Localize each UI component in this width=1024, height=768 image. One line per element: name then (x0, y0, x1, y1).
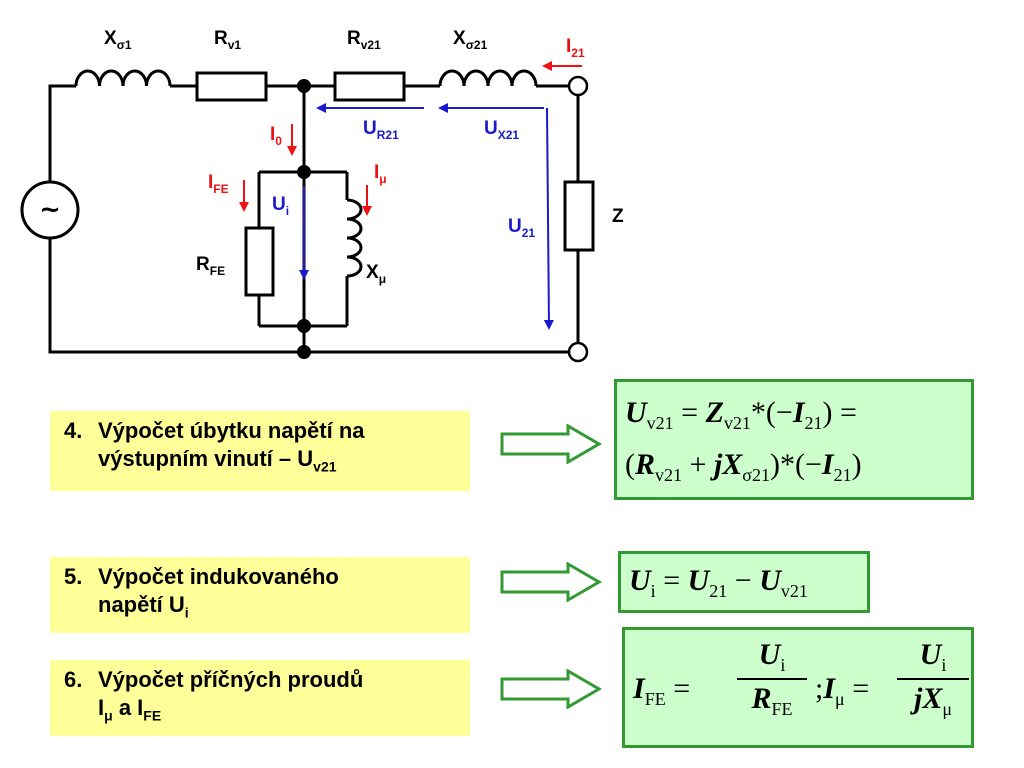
arrow-right-icon (500, 424, 602, 464)
circuit-diagram: ~ Xσ1 Rv1 Rv21 Xσ21 Z RFE Xμ I21 I0 IFE … (20, 28, 624, 363)
terminal-top (567, 75, 589, 97)
equation-6-ife: IFE = (633, 672, 691, 709)
label-u-x21: UX21 (484, 118, 519, 142)
resistor-r-v1 (195, 71, 268, 102)
label-z: Z (612, 206, 624, 227)
label-i-fe: IFE (208, 172, 229, 196)
resistor-r-v21 (333, 71, 406, 102)
equation-box-6: IFE = Ui RFE ;Iμ = Ui jXμ (622, 627, 974, 748)
label-u-i: Ui (272, 194, 289, 218)
label-r-fe: RFE (196, 254, 225, 278)
arrow-right-icon (500, 562, 602, 602)
step-5-line1: Výpočet indukovaného (98, 564, 339, 589)
label-i-mu: Iμ (374, 162, 387, 186)
step-5-line2: napětí Ui (98, 592, 189, 621)
wires (48, 84, 580, 354)
label-x-mu: Xμ (366, 262, 386, 286)
fraction-ui-over-jxmu: Ui jXμ (897, 638, 969, 720)
nodes (297, 79, 311, 359)
equation-box-5: Ui = U21 − Uv21 (618, 551, 870, 613)
equation-box-4: Uv21 = Zv21*(−I21) = (Rv21 + jXσ21)*(−I2… (614, 379, 974, 500)
fraction-ui-over-rfe: Ui RFE (737, 638, 807, 720)
load-z (563, 180, 595, 252)
terminal-bottom (567, 341, 589, 363)
voltage-arrows (299, 103, 554, 330)
equation-4-line2: (Rv21 + jXσ21)*(−I21) (625, 448, 862, 485)
ac-source (20, 180, 80, 240)
equation-5: Ui = U21 − Uv21 (629, 564, 808, 601)
inductor-x-mu (346, 198, 363, 278)
step-4-line1: Výpočet úbytku napětí na (98, 418, 365, 443)
step-5-box: 5. Výpočet indukovaného napětí Ui (50, 557, 470, 633)
label-u-r21: UR21 (363, 118, 399, 142)
step-6-line2: Iμ a IFE (98, 695, 162, 724)
inductor-x-sigma21 (438, 69, 538, 87)
step-6-box: 6. Výpočet příčných proudů Iμ a IFE (50, 660, 470, 736)
equation-6-imu: ;Iμ = (815, 672, 870, 709)
resistor-r-fe (244, 226, 275, 297)
label-x-sigma1: Xσ1 (104, 28, 132, 52)
label-x-sigma21: Xσ21 (453, 28, 488, 52)
label-r-v1: Rv1 (214, 28, 241, 52)
label-i21: I21 (566, 36, 585, 60)
label-i0: I0 (270, 124, 282, 148)
source-symbol: ~ (39, 195, 61, 225)
equation-4-line1: Uv21 = Zv21*(−I21) = (625, 396, 857, 433)
step-6-line1: Výpočet příčných proudů (98, 667, 364, 692)
current-arrows (239, 61, 582, 216)
label-r-v21: Rv21 (347, 28, 381, 52)
step-6-number: 6. (64, 667, 83, 692)
arrow-right-icon (500, 669, 602, 709)
step-4-box: 4. Výpočet úbytku napětí na výstupním vi… (50, 411, 470, 491)
step-5-number: 5. (64, 564, 83, 589)
step-4-line2: výstupním vinutí – Uv21 (98, 446, 337, 475)
step-4-number: 4. (64, 418, 83, 443)
label-u21: U21 (508, 216, 535, 240)
inductor-x-sigma1 (74, 69, 172, 87)
